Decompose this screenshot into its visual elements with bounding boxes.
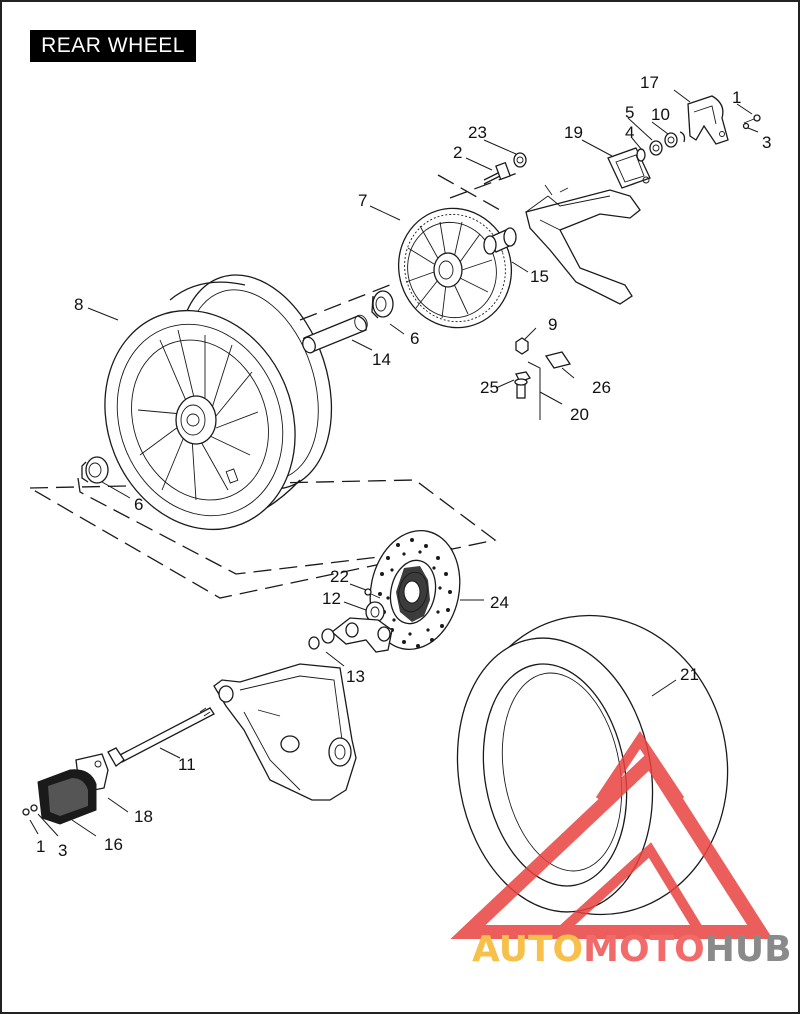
watermark-part-auto: AUTO: [472, 929, 584, 970]
callout-3-bottom: 3: [58, 841, 67, 860]
callout-7: 7: [358, 191, 367, 210]
callout-labels: 1 3 17 5 10 4 19 23 2 7 15 8 6 14 9 25 2…: [36, 73, 771, 860]
callout-4: 4: [625, 123, 634, 142]
adjuster-screw-assembly: [514, 337, 572, 420]
callout-12: 12: [322, 589, 341, 608]
callout-1-top: 1: [732, 88, 741, 107]
callout-1-bottom: 1: [36, 837, 45, 856]
callout-25: 25: [480, 378, 499, 397]
callout-8: 8: [74, 295, 83, 314]
sprocket-nut: [513, 152, 527, 168]
callout-26: 26: [592, 378, 611, 397]
callout-16: 16: [104, 835, 123, 854]
callout-11: 11: [178, 755, 196, 774]
callout-17: 17: [640, 73, 659, 92]
cover-screw: [22, 804, 38, 816]
watermark-logo: [450, 730, 773, 939]
rear-tire: [456, 614, 729, 916]
callout-19: 19: [564, 123, 583, 142]
callout-18: 18: [134, 807, 153, 826]
watermark-part-moto: MOTO: [583, 929, 705, 970]
callout-13: 13: [346, 667, 365, 686]
axle-cover: [37, 769, 97, 825]
callout-6-upper: 6: [410, 329, 419, 348]
callout-3-top: 3: [762, 133, 771, 152]
axle-bracket: [687, 95, 729, 145]
watermark-part-hub: HUB: [704, 929, 792, 970]
bracket-screw: [742, 114, 761, 130]
diagram-title: REAR WHEEL: [30, 30, 196, 62]
callout-5: 5: [625, 103, 634, 122]
watermark-text: AUTOMOTOHUB: [472, 928, 794, 972]
leader-lines: [29, 89, 759, 837]
callout-14: 14: [372, 350, 391, 369]
wheel-bearing-left: [81, 456, 109, 484]
callout-9: 9: [548, 315, 557, 334]
brake-caliper-assembly: [213, 663, 357, 801]
callout-23: 23: [468, 123, 487, 142]
wheel-bearing-right: [371, 290, 394, 319]
callout-20: 20: [570, 405, 589, 424]
sprocket-bolt: [483, 161, 511, 185]
adjuster-hardware: [636, 131, 686, 162]
rear-sprocket: [397, 207, 513, 329]
callout-22: 22: [330, 567, 349, 586]
callout-24: 24: [490, 593, 509, 612]
callout-10: 10: [651, 105, 670, 124]
axle-spacer: [302, 314, 368, 354]
sprocket-spacer: [483, 227, 517, 255]
brake-disc: [369, 529, 461, 651]
rear-wheel-rim: [104, 274, 333, 531]
callout-2: 2: [453, 143, 462, 162]
swingarm: [525, 184, 641, 305]
disc-screw: [364, 588, 381, 599]
callout-6-lower: 6: [134, 495, 143, 514]
caliper-bracket: [308, 617, 393, 653]
callout-21: 21: [680, 665, 699, 684]
rear-axle: [107, 707, 215, 767]
callout-15: 15: [530, 267, 549, 286]
